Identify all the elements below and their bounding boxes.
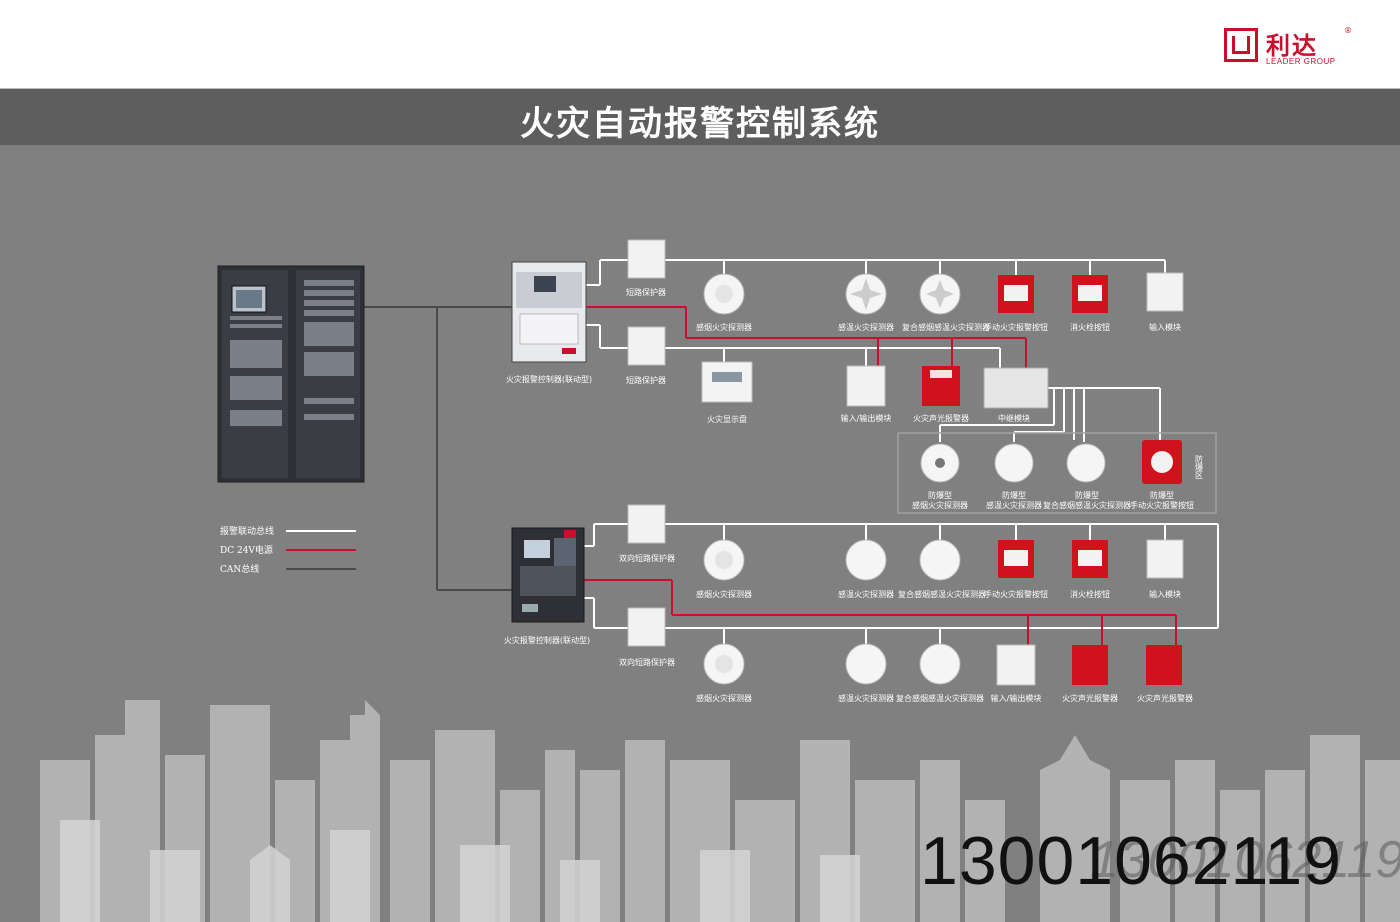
city-skyline [40,700,1400,922]
legend-dc24v-label: DC 24V电源 [220,544,273,556]
upper-row1-label-4: 消火栓按钮 [1070,322,1110,332]
upper-protector2-label: 短路保护器 [626,375,666,385]
fire-display-panel-icon [701,361,753,403]
legend-alarm-bus-label: 报警联动总线 [220,525,274,537]
title-band [0,89,1400,145]
phone-watermark: 13001062119 [1090,831,1400,889]
logo-registered-mark: ® [1344,26,1352,35]
upper-row1-label-5: 输入模块 [1149,322,1181,332]
upper-controller-label: 火灾报警控制器(联动型) [506,374,592,384]
explosion-proof-smoke-detector-icon [920,443,960,483]
lower-row1-label-5: 输入模块 [1149,589,1181,599]
lower-row2-label-4: 火灾声光报警器 [1062,693,1118,703]
explosion-proof-heat-detector-icon [994,443,1034,483]
explosion-label-2a: 防爆型 [1075,490,1099,500]
upper-fire-alarm-controller [511,261,587,363]
io-module-icon [846,365,886,407]
explosion-label-1b: 感温火灾探测器 [986,500,1042,510]
upper-protector1-label: 短路保护器 [626,287,666,297]
lower-controller-label: 火灾报警控制器(联动型) [504,635,590,645]
lower-fire-alarm-controller [511,527,585,623]
upper-row1-label-2: 复合感烟感温火灾探测器 [902,322,990,332]
explosion-zone-box [897,432,1217,514]
combo-detector-icon [919,273,961,315]
relay-module-icon [983,367,1049,409]
explosion-label-0b: 感烟火灾探测器 [912,500,968,510]
upper-row2-label-0: 火灾显示盘 [707,414,747,424]
lower-protector2-label: 双向短路保护器 [619,657,675,667]
logo-chinese: 利达 [1266,32,1318,60]
lower-hydrant-button-icon [1072,540,1108,578]
explosion-proof-combo-detector-icon [1066,443,1106,483]
lower-row2-label-5: 火灾声光报警器 [1137,693,1193,703]
lower-sounder-strobe-icon [1072,645,1182,685]
legend: 报警联动总线 DC 24V电源 CAN总线 [220,525,356,575]
smoke-detector-icon [703,273,745,315]
lower-input-module-icon [1146,539,1184,579]
explosion-label-3b: 手动火灾报警按钮 [1130,500,1194,510]
lower-row1-label-2: 复合感烟感温火灾探测器 [898,589,986,599]
dc24v-lines [584,306,1177,645]
lower-row1-label-1: 感温火灾探测器 [838,589,894,599]
lower-io-module-icon [996,644,1036,686]
lower-row2-label-0: 感烟火灾探测器 [696,693,752,703]
explosion-label-3a: 防爆型 [1150,490,1174,500]
lower-row2-combo-detector-icon [919,643,961,685]
leader-logo: 利达 ® LEADER GROUP [1224,26,1352,70]
short-circuit-protector-icon [627,239,666,647]
phone-number: 13001062119 [920,823,1342,899]
alarm-bus-lines [584,259,1219,645]
upper-row1-label-0: 感烟火灾探测器 [696,322,752,332]
upper-row1-label-3: 手动火灾报警按钮 [984,322,1048,332]
explosion-label-1a: 防爆型 [1002,490,1026,500]
lower-row1-label-3: 手动火灾报警按钮 [984,589,1048,599]
hydrant-button-icon [1072,275,1108,313]
leader-logo-icon [1224,28,1258,62]
lower-smoke-detector-icon [703,539,745,581]
explosion-label-0a: 防爆型 [928,490,952,500]
sounder-strobe-icon [922,366,960,406]
lower-protector1-label: 双向短路保护器 [619,553,675,563]
lower-row2-smoke-detector-icon [703,643,745,685]
lower-row1-label-4: 消火栓按钮 [1070,589,1110,599]
upper-row2-label-1: 输入/输出模块 [841,413,892,423]
upper-row1-label-1: 感温火灾探测器 [838,322,894,332]
input-module-icon [1146,272,1184,312]
lower-row2-label-2: 复合感烟感温火灾探测器 [896,693,984,703]
lower-manual-call-point-icon [998,540,1034,578]
upper-row2-label-3: 中继模块 [998,413,1030,423]
lower-row2-label-3: 输入/输出模块 [991,693,1042,703]
explosion-proof-manual-call-point-icon [1142,440,1182,484]
heat-detector-icon [845,273,887,315]
explosion-zone-label: 防爆区 [1195,454,1204,479]
control-cabinet [217,265,365,483]
lower-row2-heat-detector-icon [845,643,887,685]
lower-row2-label-1: 感温火灾探测器 [838,693,894,703]
lower-combo-detector-icon [919,539,961,581]
upper-row2-label-2: 火灾声光报警器 [913,413,969,423]
page-title: 火灾自动报警控制系统 [520,104,880,144]
logo-english: LEADER GROUP [1266,57,1336,66]
explosion-label-2b: 复合感烟感温火灾探测器 [1043,500,1131,510]
lower-row1-label-0: 感烟火灾探测器 [696,589,752,599]
header-bar: 利达 ® LEADER GROUP [0,0,1400,89]
legend-can-bus-label: CAN总线 [220,563,259,575]
can-bus-lines [362,306,512,591]
manual-call-point-icon [998,275,1034,313]
lower-heat-detector-icon [845,539,887,581]
